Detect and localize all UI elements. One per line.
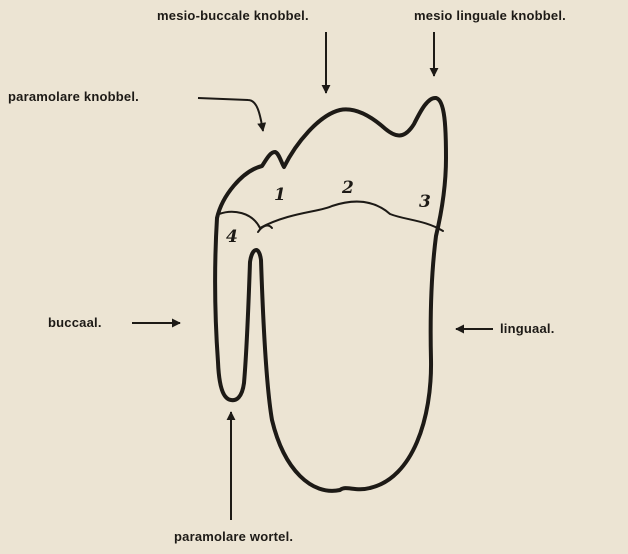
region-number-4: 4 — [226, 227, 238, 247]
region-number-3: 3 — [419, 192, 431, 212]
region-number-1: 1 — [274, 185, 286, 205]
label-paramolare-wortel: paramolare wortel. — [174, 529, 293, 544]
label-mesio-buccale-knobbel: mesio-buccale knobbel. — [157, 8, 309, 23]
region-number-2: 2 — [342, 178, 354, 198]
label-buccaal: buccaal. — [48, 315, 102, 330]
label-mesio-linguale-knobbel: mesio linguale knobbel. — [414, 8, 566, 23]
paramolare-knobbel-arrow — [198, 98, 263, 131]
tooth-outline — [215, 98, 446, 491]
crown-division-line — [219, 202, 443, 231]
label-linguaal: linguaal. — [500, 321, 555, 336]
label-paramolare-knobbel: paramolare knobbel. — [8, 89, 139, 104]
